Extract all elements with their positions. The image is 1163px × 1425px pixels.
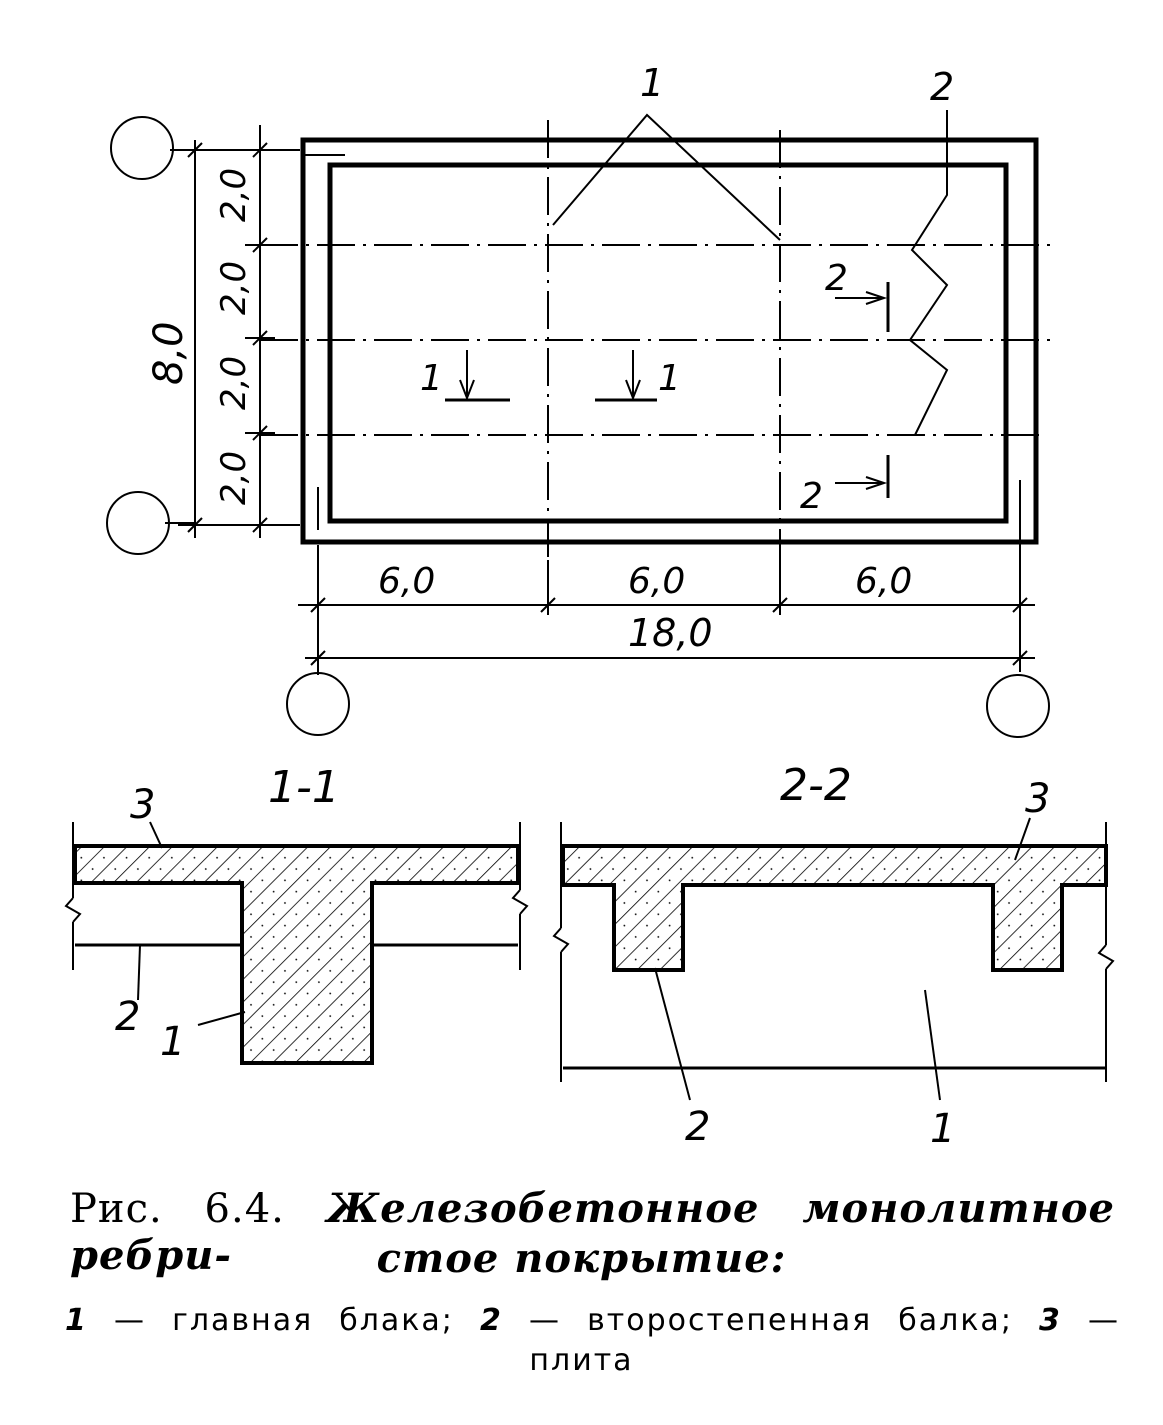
- dim-row-1: 2,0: [214, 168, 254, 222]
- section-2-2: 2-2 3 2 1: [552, 760, 1115, 1152]
- dim-height-total: 8,0: [146, 321, 192, 385]
- legend-num-2: 2: [480, 1303, 503, 1338]
- section-2-2-concrete: [561, 844, 1108, 972]
- section-mark-1-right: 1: [658, 358, 681, 399]
- section-1-1-concrete: [73, 844, 520, 1065]
- dim-span-1: 6,0: [378, 561, 435, 602]
- secondary-beam-leader: [908, 110, 949, 436]
- caption-title-part-2: стое покрытие:: [376, 1235, 787, 1282]
- legend-text-3: —: [1088, 1303, 1121, 1338]
- legend-num-3: 3: [1039, 1303, 1062, 1338]
- section-mark-2-top: 2: [825, 258, 848, 299]
- caption-title-part-1: Железобетонное монолитное ребри-: [70, 1185, 1116, 1279]
- dim-row-3: 2,0: [214, 356, 254, 410]
- caption-legend-line: 1 — главная блака; 2 — второстепенная ба…: [65, 1303, 1120, 1338]
- caption-title-line-1: Рис. 6.4. Железобетонное монолитное ребр…: [70, 1185, 1115, 1279]
- caption-legend-last: плита: [0, 1343, 1163, 1378]
- dim-span-2: 6,0: [628, 561, 685, 602]
- dim-span-3: 6,0: [855, 561, 912, 602]
- section-mark-1-left: 1: [420, 358, 443, 399]
- section-1-1-label-secondary: 2: [115, 994, 140, 1040]
- main-beam-callout: 1: [640, 61, 664, 105]
- axis-bubble: [286, 672, 350, 736]
- section-mark-2-bottom: 2: [800, 476, 823, 517]
- secondary-beam-callout: 2: [930, 65, 954, 109]
- section-1-1-title: 1-1: [268, 762, 340, 813]
- section-1-1-label-slab: 3: [130, 782, 155, 828]
- dim-width-total: 18,0: [628, 611, 713, 655]
- caption-fig-label: Рис. 6.4.: [70, 1186, 285, 1232]
- dim-row-2: 2,0: [214, 261, 254, 315]
- axis-bubble: [110, 116, 174, 180]
- axis-bubble: [986, 674, 1050, 738]
- legend-num-1: 1: [65, 1303, 88, 1338]
- caption-title-line-2: стое покрытие:: [0, 1235, 1163, 1282]
- legend-text-1: — главная блака;: [113, 1303, 454, 1338]
- section-1-1: 1-1 3 2 1: [64, 762, 529, 1065]
- dim-row-4: 2,0: [214, 451, 254, 505]
- section-2-2-label-secondary: 2: [685, 1104, 710, 1150]
- section-1-1-label-main: 1: [160, 1019, 185, 1065]
- legend-text-last: плита: [529, 1343, 634, 1378]
- section-2-2-label-main: 1: [930, 1106, 955, 1152]
- main-beam-leader: [552, 113, 781, 241]
- plan-view: 1 2 1 1 2 2: [106, 61, 1055, 738]
- section-2-2-label-slab: 3: [1025, 776, 1050, 822]
- ribbed-slab-drawing: 1 2 1 1 2 2: [64, 61, 1115, 1152]
- section-2-2-title: 2-2: [780, 760, 852, 811]
- legend-text-2: — второстепенная балка;: [529, 1303, 1013, 1338]
- plan-inner-frame: [327, 162, 1009, 524]
- axis-bubble: [106, 491, 170, 555]
